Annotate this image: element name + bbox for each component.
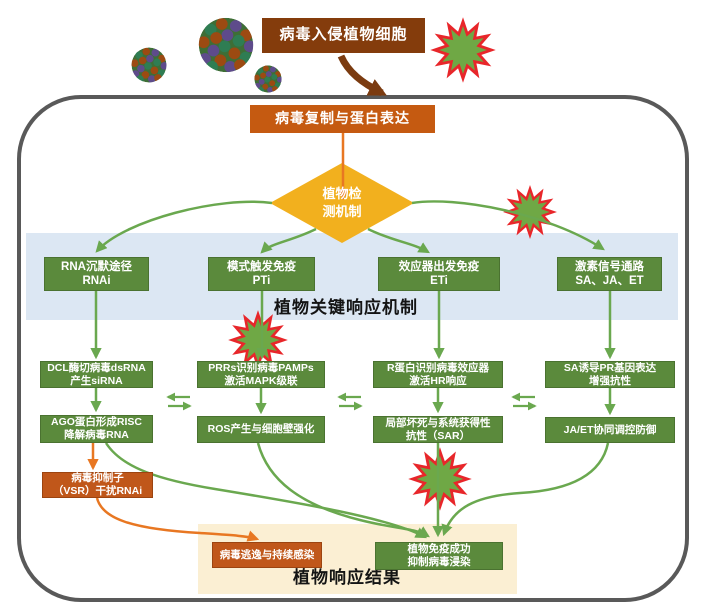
- detection-diamond-label: 植物检 测机制: [322, 186, 362, 219]
- defense-burst-icon: [433, 20, 493, 80]
- pti-step1-box: PRRs识别病毒PAMPs 激活MAPK级联: [197, 361, 325, 388]
- virus-escape-box: 病毒逃逸与持续感染: [212, 542, 322, 568]
- virus-replication-box: 病毒复制与蛋白表达: [250, 105, 435, 133]
- hormone-step2-box: JA/ET协同调控防御: [545, 417, 675, 443]
- defense-burst-icon: [411, 450, 469, 508]
- pti-step2-box: ROS产生与细胞壁强化: [197, 416, 325, 443]
- detection-diamond-shape: [270, 163, 414, 243]
- virus-entry-arrow: [337, 54, 387, 97]
- key-response-band-label: 植物关键响应机制: [274, 298, 418, 317]
- orange-arrows: [87, 133, 349, 542]
- virus-invasion-label: 病毒入侵植物细胞: [279, 26, 408, 44]
- pathway-hormone-header: 激素信号通路 SA、JA、ET: [557, 257, 662, 291]
- eti-step2-box: 局部坏死与系统获得性 抗性（SAR）: [373, 416, 503, 443]
- rnai-step2-box: AGO蛋白形成RISC 降解病毒RNA: [40, 415, 153, 443]
- virus-particle-icon: [131, 48, 168, 83]
- virus-invasion-title: 病毒入侵植物细胞: [262, 18, 425, 53]
- green-arrows: [90, 200, 616, 539]
- virus-particle-icon: [198, 18, 256, 73]
- pathway-rnai-header: RNA沉默途径 RNAi: [44, 257, 149, 291]
- hormone-step1-box: SA诱导PR基因表达 增强抗性: [545, 361, 675, 388]
- pathway-pti-header: 模式触发免疫 PTi: [208, 257, 315, 291]
- outcome-band-label: 植物响应结果: [293, 568, 401, 587]
- eti-step1-box: R蛋白识别病毒效应器 激活HR响应: [373, 361, 503, 388]
- pathway-eti-header: 效应器出发免疫 ETi: [378, 257, 500, 291]
- plant-cell-outline: [17, 95, 689, 602]
- vsr-box: 病毒抑制子 （VSR）干扰RNAi: [42, 472, 153, 498]
- defense-burst-icon: [230, 312, 286, 368]
- crosstalk-arrows: [166, 392, 537, 411]
- immunity-success-box: 植物免疫成功 抑制病毒浸染: [375, 542, 503, 570]
- virus-replication-label: 病毒复制与蛋白表达: [275, 110, 410, 127]
- rnai-step1-box: DCL酶切病毒dsRNA 产生siRNA: [40, 361, 153, 388]
- virus-particle-icon: [254, 65, 283, 92]
